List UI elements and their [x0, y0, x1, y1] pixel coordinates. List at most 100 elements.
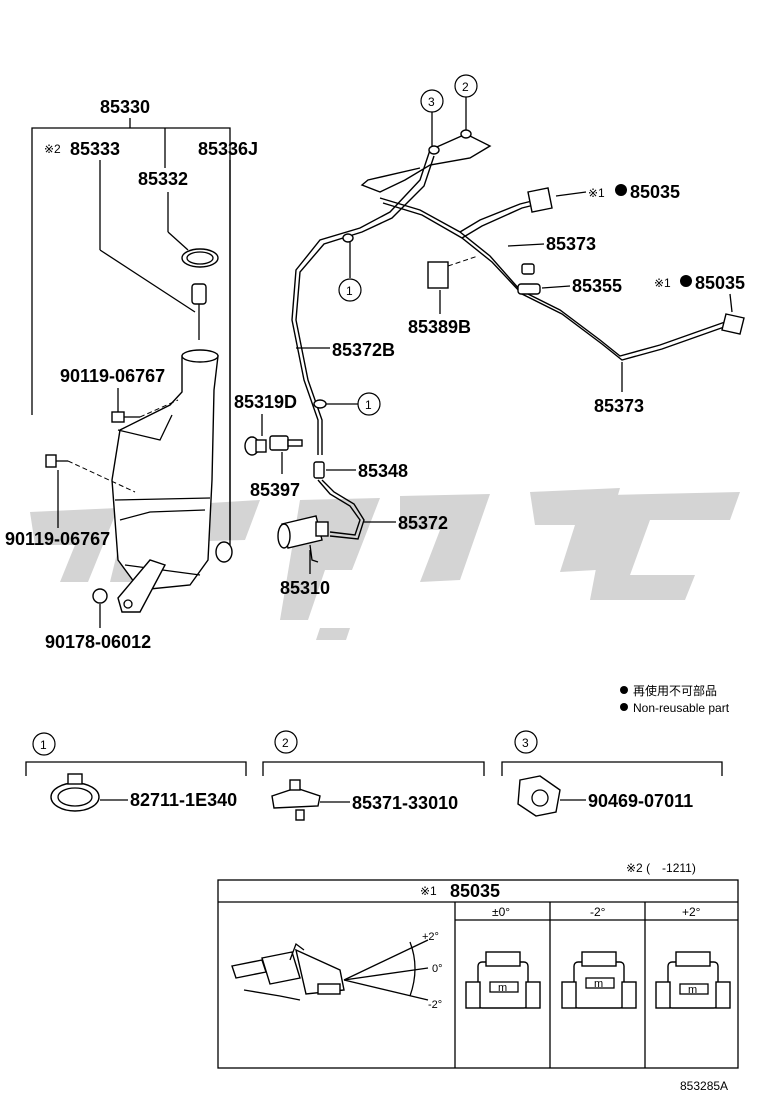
note-mark-1-b: ※1 [654, 276, 671, 290]
spray-line-top [343, 939, 429, 981]
label-85330: 85330 [100, 97, 150, 117]
spray-arc [409, 941, 416, 997]
nozzle-adjust-table: ※1 85035 ±0° -2° +2° +2° 0° -2° m [217, 879, 739, 1069]
svg-text:m: m [498, 982, 507, 994]
callout-clip-2: 2 [454, 74, 478, 132]
legend-text-en: Non-reusable part [633, 701, 730, 715]
bolt-90119-side [45, 454, 68, 468]
leader-85332-b [167, 231, 189, 251]
label-85372: 85372 [398, 513, 448, 533]
svg-text:1: 1 [40, 738, 47, 752]
label-85397: 85397 [250, 480, 300, 500]
gauge-cell-minus2: m [561, 951, 637, 1009]
svg-text:3: 3 [522, 736, 529, 750]
grommet-85319D [244, 436, 267, 456]
washer-tank [111, 349, 219, 591]
tank-bracket [117, 559, 167, 613]
detail-box-1: 1 82711-1E340 [25, 732, 247, 812]
svg-text:3: 3 [428, 95, 435, 109]
hose-85372 [317, 479, 361, 536]
detail-box-2: 2 85371-33010 [262, 730, 485, 821]
leader-85355 [541, 285, 571, 289]
leader-85333-b [99, 249, 196, 313]
clip-90469 [517, 775, 561, 817]
table-title-mark: ※1 [420, 884, 437, 898]
label-85355: 85355 [572, 276, 622, 296]
leader-85373-a [507, 243, 545, 247]
callout-clip-1-lower: 1 [326, 392, 381, 416]
nut-90178 [92, 588, 108, 604]
angle-mid: 0° [432, 963, 443, 975]
label-85371-33010: 85371-33010 [352, 793, 458, 813]
legend-dot-en [620, 703, 628, 711]
hose-clip-2 [460, 129, 472, 139]
note-mark-2: ※2 [44, 142, 61, 156]
washer-pump-85310 [277, 515, 329, 563]
label-85035-b: 85035 [695, 273, 745, 293]
diagram-code: 853285A [680, 1079, 728, 1093]
label-82711-1E340: 82711-1E340 [130, 790, 237, 810]
label-85332: 85332 [138, 169, 188, 189]
joint-85397 [269, 435, 303, 451]
bolt-side-dashed [67, 460, 136, 493]
non-reusable-dot-a [615, 184, 627, 196]
legend-text-jp: 再使用不可部品 [633, 683, 717, 698]
leader-85035-a [555, 191, 587, 197]
hose-clamp-82711 [50, 773, 100, 812]
svg-text:2: 2 [282, 736, 289, 750]
spray-line-bottom [343, 979, 429, 1001]
bolt-90119-top [111, 411, 140, 423]
clip-dashed [447, 255, 479, 267]
label-90178: 90178-06012 [45, 632, 151, 652]
nozzle-illustration [231, 942, 345, 1001]
label-85348: 85348 [358, 461, 408, 481]
label-85373-b: 85373 [594, 396, 644, 416]
joint-85355 [517, 263, 541, 295]
callout-clip-3: 3 [420, 89, 444, 148]
hose-clip-upper [342, 233, 354, 243]
non-reusable-dot-b [680, 275, 692, 287]
legend-dot-jp [620, 686, 628, 694]
svg-text:m: m [594, 978, 603, 990]
col-0: ±0° [492, 905, 510, 919]
filler-cap-85333 [191, 283, 207, 305]
col-minus2: -2° [590, 905, 606, 919]
washer-nozzle-85035-top [527, 187, 553, 213]
gauge-cell-plus2: m [655, 951, 731, 1009]
table-title: 85035 [450, 881, 500, 901]
grommet-85336J [215, 541, 233, 563]
svg-text:m: m [688, 984, 697, 996]
detail-box-3: 3 90469-07011 [501, 730, 723, 817]
check-valve-85348 [313, 461, 325, 479]
leader-85035-b [729, 293, 733, 313]
label-90119-side: 90119-06767 [5, 529, 110, 549]
label-90469-07011: 90469-07011 [588, 791, 693, 811]
hose-clip-3 [428, 145, 440, 155]
spray-line-mid [343, 967, 429, 981]
label-85319D: 85319D [234, 392, 297, 412]
clamp-85371 [271, 779, 321, 821]
hose-clip-lower [313, 399, 327, 409]
bolt-top-dashed [139, 399, 179, 418]
svg-text:1: 1 [346, 284, 353, 298]
table-note: ※2 ( -1211) [626, 861, 696, 875]
svg-text:1: 1 [365, 398, 372, 412]
label-85336J: 85336J [198, 139, 258, 159]
clip-85389B [427, 261, 449, 289]
gasket-85332-inner [186, 251, 214, 265]
col-plus2: +2° [682, 905, 701, 919]
callout-clip-1-upper: 1 [338, 240, 362, 302]
washer-nozzle-85035-side [721, 313, 745, 335]
gauge-cell-zero: m [465, 951, 541, 1009]
label-90119-top: 90119-06767 [60, 366, 165, 386]
hose-85372-b [321, 479, 365, 540]
label-85035-a: 85035 [630, 182, 680, 202]
note-mark-1-a: ※1 [588, 186, 605, 200]
angle-bottom: -2° [428, 999, 442, 1011]
label-85373-a: 85373 [546, 234, 596, 254]
label-85389B: 85389B [408, 317, 471, 337]
label-85310: 85310 [280, 578, 330, 598]
svg-text:2: 2 [462, 80, 469, 94]
angle-top: +2° [422, 931, 439, 943]
